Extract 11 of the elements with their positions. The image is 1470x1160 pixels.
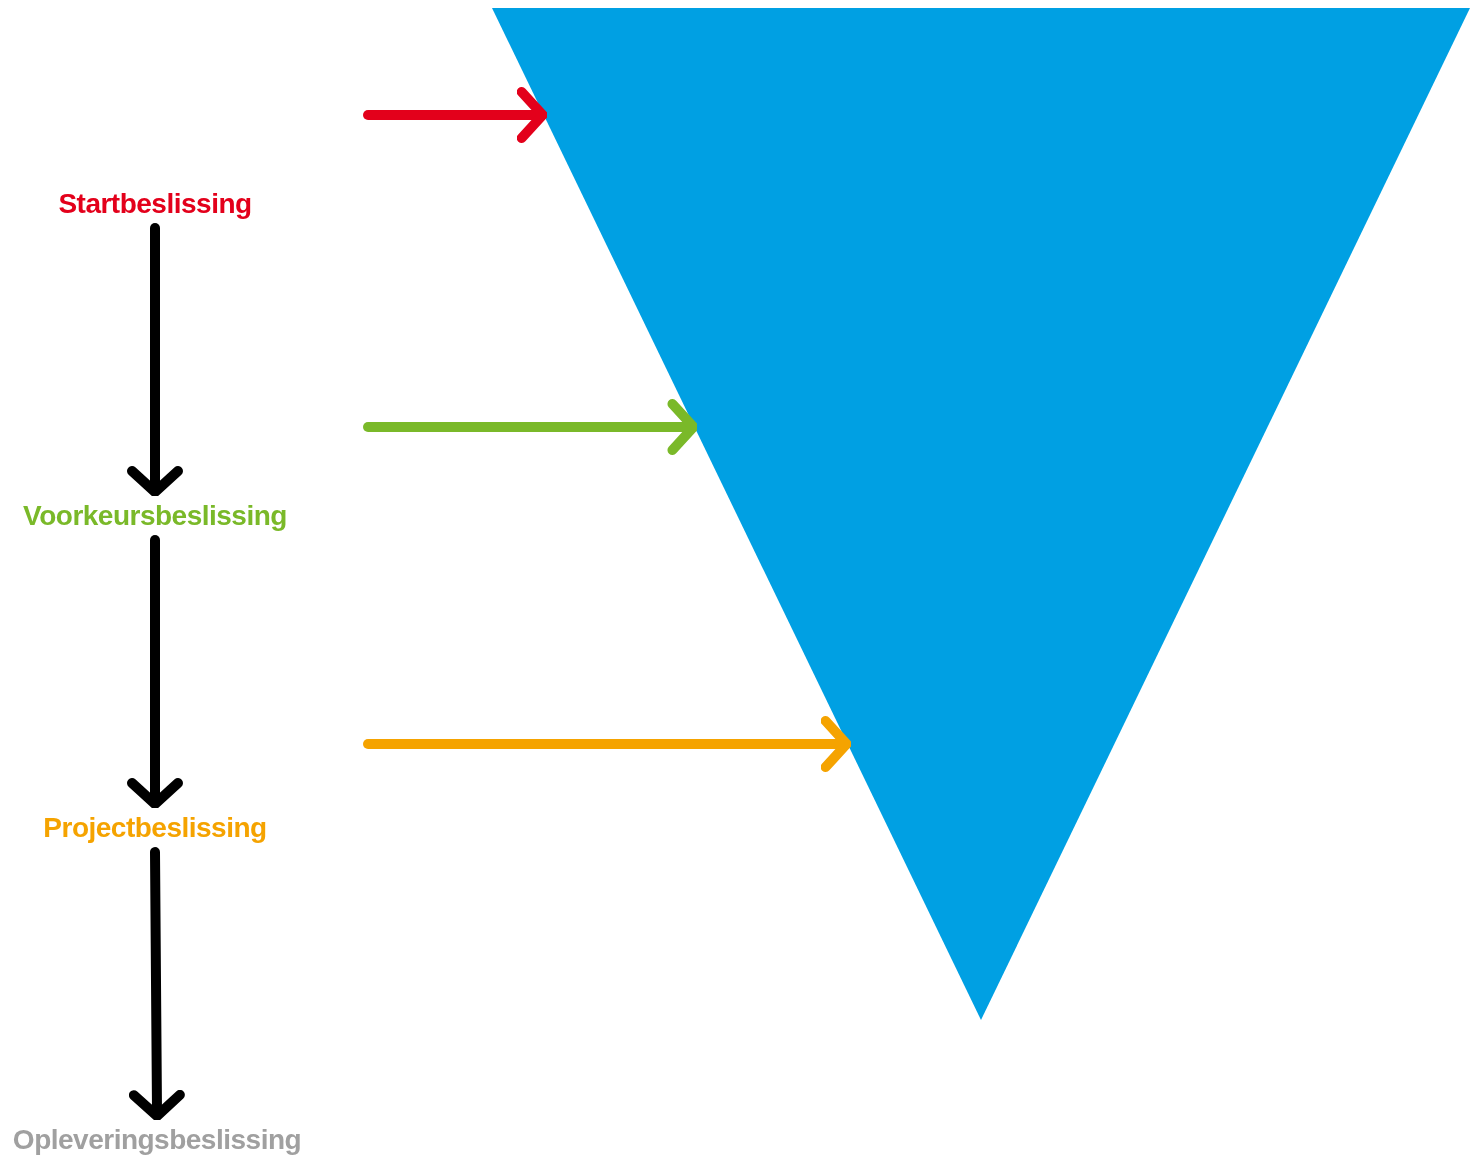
funnel-triangle xyxy=(492,8,1470,1020)
decision-label: Projectbeslissing xyxy=(43,812,267,844)
decision-label: Voorkeursbeslissing xyxy=(23,500,287,532)
arrow xyxy=(363,399,699,455)
arrow xyxy=(128,847,185,1121)
arrow xyxy=(127,223,183,497)
decision-label: Opleveringsbeslissing xyxy=(12,1124,302,1156)
decision-label: Startbeslissing xyxy=(58,188,252,220)
arrow xyxy=(363,716,852,772)
arrow xyxy=(127,535,183,809)
arrow xyxy=(363,87,548,143)
